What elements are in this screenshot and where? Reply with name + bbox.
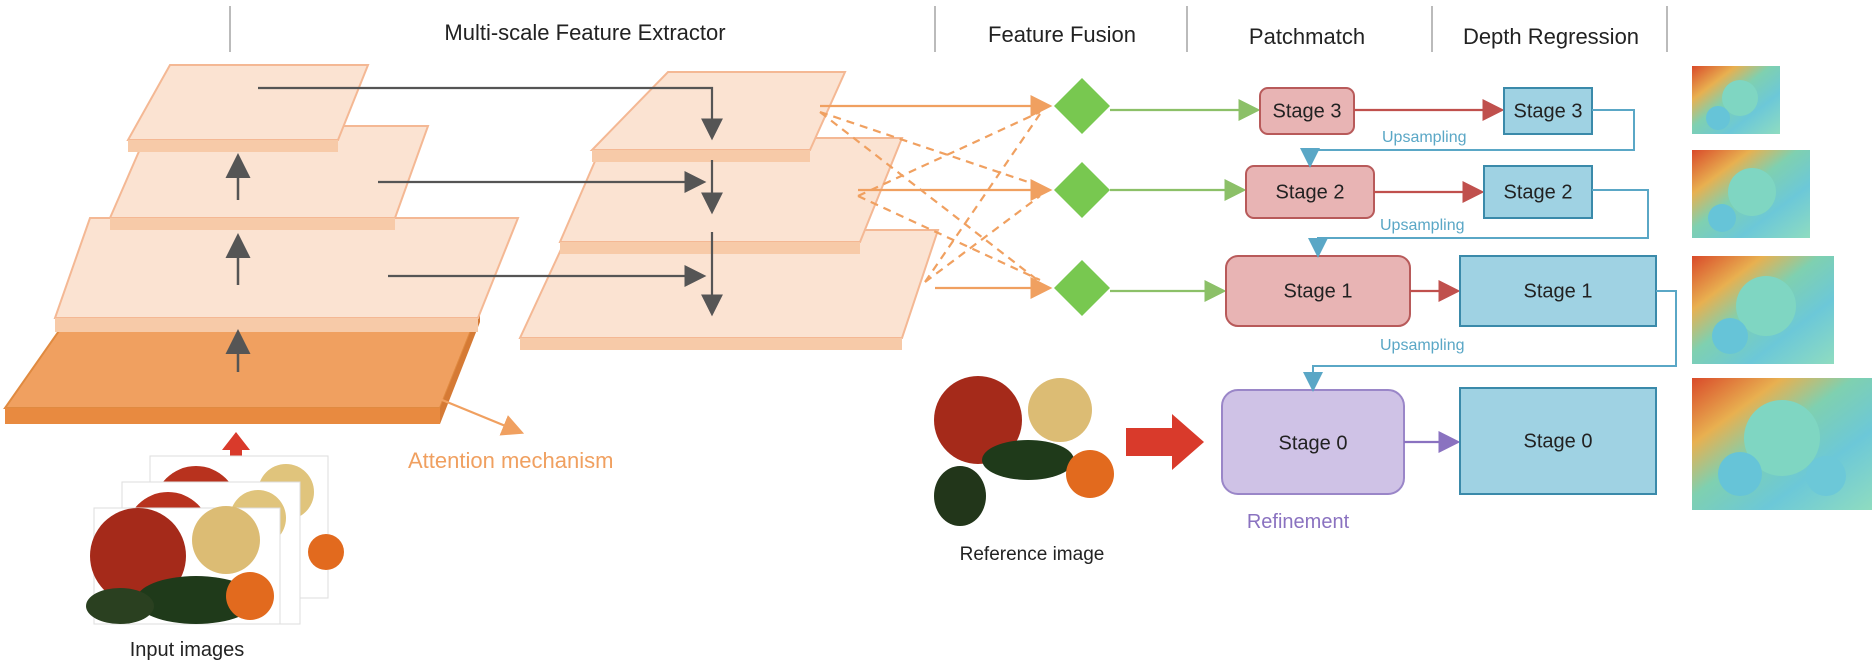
reg-stage-0: Stage 0 (1459, 387, 1657, 495)
header-regression: Depth Regression (1463, 24, 1639, 49)
upsampling-label: Upsampling (1382, 129, 1466, 146)
header-bar: Multi-scale Feature Extractor Feature Fu… (229, 6, 1668, 52)
svg-text:Stage 1: Stage 1 (1284, 280, 1353, 302)
input-images-label: Input images (130, 639, 245, 661)
reg-stage-2: Stage 2 (1483, 165, 1593, 219)
reference-image: Reference image (934, 376, 1114, 565)
fusion-diamond (1054, 260, 1110, 316)
header-extractor: Multi-scale Feature Extractor (444, 20, 725, 45)
depth-map-0 (1692, 378, 1872, 510)
svg-text:Stage 0: Stage 0 (1279, 432, 1348, 454)
fusion-diamond (1054, 162, 1110, 218)
fpn-layer-1 (518, 229, 940, 350)
fusion-connections (819, 95, 1053, 299)
reference-arrow (1126, 414, 1204, 470)
reg-stage-3: Stage 3 (1503, 87, 1593, 135)
attention-layer (3, 307, 482, 424)
fpn-layer-2 (558, 137, 904, 254)
upsampling-label: Upsampling (1380, 217, 1464, 234)
svg-text:Stage 0: Stage 0 (1524, 430, 1593, 452)
refinement-label: Refinement (1247, 511, 1350, 533)
fusion-diamond (1054, 78, 1110, 134)
lateral-arrow (258, 86, 723, 141)
pm-stage-2: Stage 2 (1245, 165, 1375, 219)
svg-text:Stage 3: Stage 3 (1273, 100, 1342, 122)
extractor-layer-3 (126, 64, 370, 152)
input-arrow (222, 432, 250, 462)
fusion-nodes (1054, 78, 1110, 316)
fpn-pyramid (258, 71, 940, 350)
extractor-layer-1 (53, 217, 520, 332)
reference-image-label: Reference image (960, 544, 1105, 565)
depth-map-3 (1692, 66, 1780, 134)
svg-text:Stage 2: Stage 2 (1276, 181, 1345, 203)
reg-stage-1: Stage 1 (1459, 255, 1657, 327)
extractor-pyramid (3, 64, 520, 424)
depth-map-2 (1692, 150, 1810, 238)
attention-arrow (407, 384, 525, 436)
depth-map-1 (1692, 256, 1834, 364)
regression-stages: Stage 3 Stage 2 Stage 1 Stage 0 (1459, 87, 1657, 495)
input-images: Input images (86, 432, 344, 661)
patchmatch-stages: Stage 3 Stage 2 Stage 1 Stage 0 (1221, 87, 1411, 495)
depth-maps (1692, 66, 1872, 510)
pm-stage-0: Stage 0 (1221, 389, 1405, 495)
svg-text:Stage 2: Stage 2 (1504, 181, 1573, 203)
pm-stage-3: Stage 3 (1259, 87, 1355, 135)
attention-label: Attention mechanism (408, 448, 613, 473)
header-patchmatch: Patchmatch (1249, 24, 1365, 49)
upsampling-label: Upsampling (1380, 337, 1464, 354)
pm-stage-1: Stage 1 (1225, 255, 1411, 327)
fpn-layer-3 (589, 71, 847, 162)
upsampling-connectors (1300, 109, 1677, 392)
header-fusion: Feature Fusion (988, 22, 1136, 47)
svg-text:Stage 3: Stage 3 (1514, 100, 1583, 122)
svg-text:Stage 1: Stage 1 (1524, 280, 1593, 302)
